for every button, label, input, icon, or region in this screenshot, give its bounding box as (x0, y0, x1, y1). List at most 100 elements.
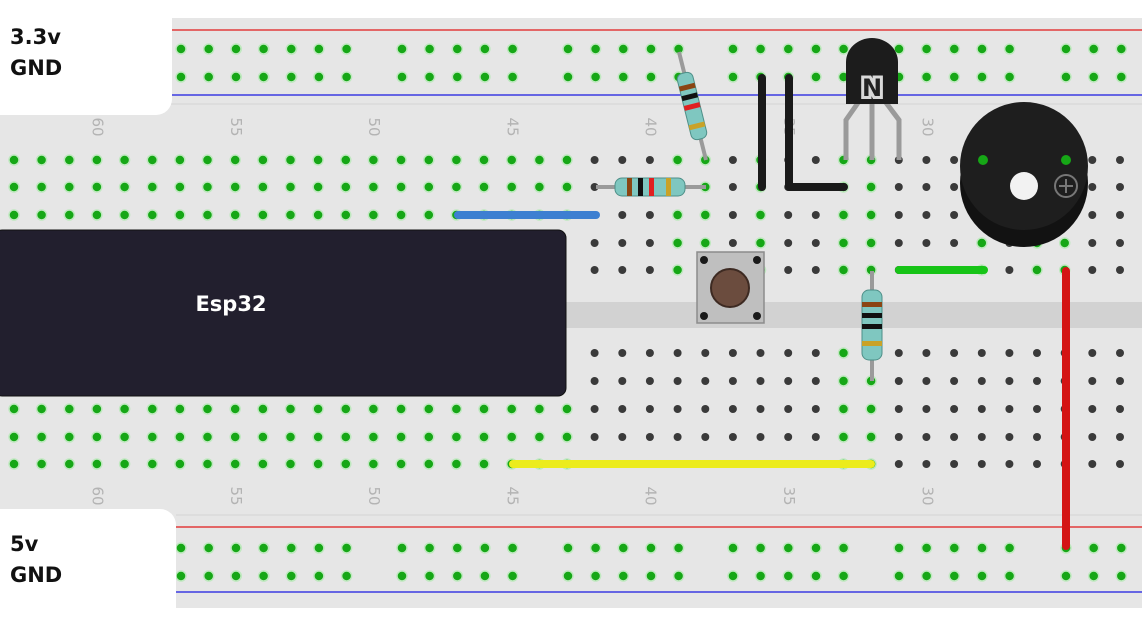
breadboard-hole (423, 570, 436, 582)
breadboard-hole (1058, 237, 1071, 249)
breadboard-hole (423, 181, 435, 193)
breadboard-hole (671, 264, 684, 276)
breadboard-hole (837, 237, 850, 249)
bottom-rail-label: 5v GND (0, 509, 176, 615)
breadboard-hole (146, 181, 159, 193)
breadboard-hole (977, 349, 986, 357)
breadboard-hole (950, 433, 959, 441)
column-number: 50 (365, 486, 383, 505)
breadboard-hole (922, 349, 931, 357)
breadboard-hole (91, 181, 103, 193)
breadboard-hole (976, 43, 988, 55)
breadboard-hole (312, 181, 324, 193)
breadboard-hole (894, 377, 903, 385)
breadboard-hole (35, 154, 48, 166)
breadboard-hole (865, 181, 877, 193)
breadboard-hole (8, 181, 20, 193)
breadboard-hole (175, 570, 187, 582)
breadboard-hole (146, 431, 159, 443)
breadboard-hole (146, 209, 159, 221)
breadboard-hole (506, 542, 519, 554)
breadboard-hole (782, 570, 795, 582)
breadboard-hole (1005, 405, 1014, 413)
breadboard-hole (671, 209, 684, 221)
breadboard-hole (1087, 570, 1100, 582)
breadboard-hole (922, 433, 931, 441)
breadboard-hole (811, 405, 820, 413)
breadboard-hole (1088, 349, 1097, 357)
breadboard-hole (367, 403, 380, 415)
breadboard-hole (1088, 405, 1097, 413)
breadboard-hole (894, 405, 903, 413)
breadboard-hole (1087, 542, 1100, 554)
bottom-rail-voltage: 5v (10, 532, 39, 556)
breadboard-hole (312, 431, 324, 443)
breadboard-hole (8, 403, 20, 415)
breadboard-hole (618, 156, 627, 164)
breadboard-hole (257, 209, 269, 221)
breadboard-hole (1088, 156, 1097, 164)
breadboard-hole (894, 211, 903, 219)
breadboard-hole (837, 375, 850, 387)
breadboard-hole (618, 239, 627, 247)
breadboard-hole (367, 209, 380, 221)
breadboard-hole (340, 43, 353, 55)
breadboard-hole (645, 405, 654, 413)
breadboard-hole (810, 71, 822, 83)
breadboard-hole (8, 209, 20, 221)
breadboard-hole (589, 71, 602, 83)
breadboard-hole (1088, 183, 1097, 191)
breadboard-hole (1003, 570, 1016, 582)
breadboard-hole (894, 349, 903, 357)
breadboard-hole (229, 403, 241, 415)
breadboard-hole (617, 542, 630, 554)
breadboard-hole (672, 570, 685, 582)
breadboard-hole (201, 458, 214, 470)
breadboard-hole (285, 570, 298, 582)
breadboard-hole (701, 377, 710, 385)
breadboard-hole (645, 43, 657, 55)
breadboard-hole (645, 239, 654, 247)
column-number: 55 (227, 117, 245, 136)
breadboard-hole (1005, 377, 1014, 385)
breadboard-hole (478, 403, 490, 415)
breadboard-hole (284, 431, 297, 443)
breadboard-hole (201, 154, 214, 166)
breadboard-hole (837, 264, 850, 276)
breadboard-hole (1033, 460, 1041, 468)
breadboard-hole (837, 347, 850, 359)
breadboard-hole (950, 460, 959, 468)
breadboard-hole (865, 403, 877, 415)
breadboard-hole (728, 211, 737, 219)
breadboard-hole (340, 154, 352, 166)
breadboard-hole (340, 209, 352, 221)
breadboard-hole (837, 570, 850, 582)
column-number: 40 (642, 486, 660, 505)
breadboard-hole (174, 209, 186, 221)
breadboard-hole (920, 71, 933, 83)
column-number: 40 (642, 117, 660, 136)
breadboard-hole (423, 71, 436, 83)
breadboard-hole (174, 458, 186, 470)
breadboard-hole (478, 431, 490, 443)
breadboard-hole (727, 570, 739, 582)
breadboard-hole (1116, 460, 1124, 468)
breadboard-hole (505, 431, 518, 443)
breadboard-hole (175, 542, 187, 554)
breadboard-hole (1087, 43, 1100, 55)
breadboard-hole (450, 154, 463, 166)
breadboard-hole (1087, 71, 1100, 83)
breadboard-hole (671, 237, 684, 249)
breadboard-hole (1003, 542, 1016, 554)
breadboard-hole (810, 43, 822, 55)
breadboard-hole (562, 570, 574, 582)
breadboard-hole (562, 542, 574, 554)
breadboard-hole (1088, 239, 1097, 247)
breadboard-hole (894, 239, 903, 247)
breadboard-hole (922, 211, 931, 219)
breadboard-hole (589, 43, 602, 55)
breadboard-hole (1115, 43, 1128, 55)
breadboard-hole (63, 458, 76, 470)
breadboard-hole (284, 403, 297, 415)
